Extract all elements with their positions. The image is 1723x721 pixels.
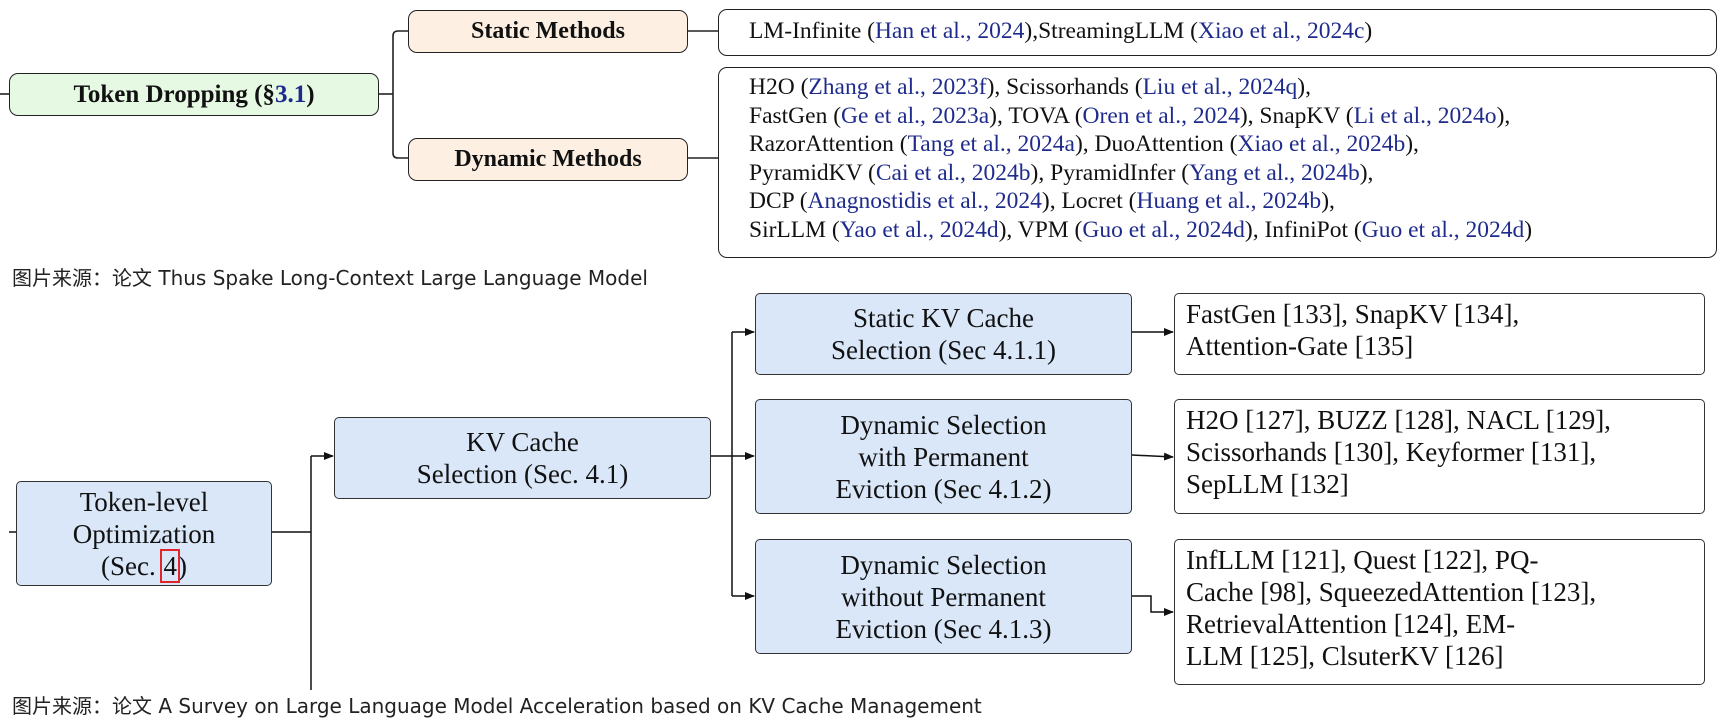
- node-line: Selection (Sec. 4.1): [416, 459, 629, 489]
- method-text: ), InfiniPot (: [1244, 216, 1362, 243]
- citation-link[interactable]: Li et al., 2024o: [1353, 102, 1497, 129]
- method-line: H2O (Zhang et al., 2023f), Scissorhands …: [749, 73, 1716, 102]
- no-permanent-eviction-leaf: InfLLM [121], Quest [122], PQ- Cache [98…: [1174, 539, 1705, 685]
- method-text: H2O (: [749, 74, 809, 100]
- method-text: ), SnapKV (: [1239, 102, 1354, 129]
- node-line: KV Cache: [466, 427, 579, 457]
- leaf-line: Cache [98], SqueezedAttention [123],: [1186, 577, 1597, 607]
- method-text: ), VPM (: [998, 216, 1083, 243]
- method-text: LM-Infinite (: [749, 18, 875, 44]
- diagram1-connectors: [0, 30, 718, 159]
- static-methods-node: Static Methods: [408, 10, 688, 53]
- static-methods-label: Static Methods: [471, 18, 625, 44]
- dynamic-methods-label: Dynamic Methods: [454, 146, 642, 172]
- citation-link[interactable]: Han et al., 2024: [874, 18, 1025, 44]
- method-text: ), Locret (: [1041, 188, 1137, 214]
- method-text: PyramidKV (: [749, 159, 876, 186]
- method-line: DCP (Anagnostidis et al., 2024), Locret …: [749, 187, 1716, 216]
- method-text: ), PyramidInfer (: [1030, 159, 1190, 186]
- node-line: with Permanent: [858, 441, 1029, 472]
- method-line: RazorAttention (Tang et al., 2024a), Duo…: [749, 130, 1716, 159]
- citation-link[interactable]: Zhang et al., 2023f: [808, 74, 987, 100]
- token-level-optimization-node: Token-level Optimization (Sec. 4): [16, 481, 272, 586]
- leaf-line: InfLLM [121], Quest [122], PQ-: [1186, 545, 1539, 575]
- dynamic-no-permanent-eviction-node: Dynamic Selection without Permanent Evic…: [755, 539, 1132, 654]
- method-line: PyramidKV (Cai et al., 2024b), PyramidIn…: [749, 159, 1716, 188]
- method-text: ), DuoAttention (: [1074, 131, 1238, 157]
- leaf-line: LLM [125], ClsuterKV [126]: [1186, 641, 1504, 671]
- node-line: Optimization: [72, 518, 216, 549]
- method-text: ), Scissorhands (: [986, 74, 1143, 100]
- citation-link[interactable]: Cai et al., 2024b: [875, 159, 1031, 186]
- citation-link[interactable]: Ge et al., 2023a: [841, 102, 990, 129]
- method-text: DCP (: [749, 188, 808, 214]
- method-text: ),: [1297, 74, 1311, 100]
- node-line: Dynamic Selection: [840, 549, 1047, 580]
- leaf-line: H2O [127], BUZZ [128], NACL [129],: [1186, 405, 1611, 435]
- token-dropping-suffix: ): [306, 80, 315, 108]
- token-dropping-node: Token Dropping (§3.1): [9, 73, 379, 116]
- citation-link[interactable]: Yao et al., 2024d: [839, 216, 999, 243]
- method-text: ),: [1496, 102, 1511, 129]
- method-text: ),: [1359, 159, 1374, 186]
- citation-link[interactable]: Tang et al., 2024a: [907, 131, 1075, 157]
- citation-link[interactable]: Guo et al., 2024d: [1361, 216, 1525, 243]
- caption-2: 图片来源：论文 A Survey on Large Language Model…: [12, 694, 982, 718]
- citation-link[interactable]: Liu et al., 2024q: [1142, 74, 1298, 100]
- node-line: without Permanent: [841, 581, 1046, 612]
- caption-1: 图片来源：论文 Thus Spake Long-Context Large La…: [12, 266, 648, 290]
- leaf-line: SepLLM [132]: [1186, 469, 1349, 499]
- diagram2-connectors: [9, 328, 1174, 690]
- node-line: (Sec. 4): [101, 548, 187, 583]
- method-text: ): [1524, 216, 1533, 243]
- static-methods-leaf: LM-Infinite (Han et al., 2024),Streaming…: [718, 9, 1717, 56]
- node-line: Token-level: [79, 486, 209, 517]
- dynamic-methods-leaf: H2O (Zhang et al., 2023f), Scissorhands …: [718, 67, 1717, 258]
- node-line: Dynamic Selection: [840, 409, 1047, 440]
- method-line: SirLLM (Yao et al., 2024d), VPM (Guo et …: [749, 216, 1716, 245]
- leaf-line: RetrievalAttention [124], EM-: [1186, 609, 1516, 639]
- node-line: Eviction (Sec 4.1.3): [835, 613, 1052, 644]
- token-dropping-prefix: Token Dropping (§: [73, 80, 275, 108]
- method-text: FastGen (: [749, 102, 842, 129]
- method-text: SirLLM (: [749, 216, 840, 243]
- method-line: FastGen (Ge et al., 2023a), TOVA (Oren e…: [749, 102, 1716, 131]
- method-text: ),: [1405, 131, 1419, 157]
- citation-link[interactable]: Huang et al., 2024b: [1136, 188, 1322, 214]
- citation-link[interactable]: Guo et al., 2024d: [1082, 216, 1245, 243]
- leaf-line: FastGen [133], SnapKV [134],: [1186, 299, 1520, 329]
- leaf-line: Attention-Gate [135]: [1186, 331, 1414, 361]
- dynamic-permanent-eviction-node: Dynamic Selection with Permanent Evictio…: [755, 399, 1132, 514]
- method-text: ),StreamingLLM (: [1024, 18, 1199, 44]
- static-selection-leaf: FastGen [133], SnapKV [134], Attention-G…: [1174, 293, 1705, 375]
- node-line: Eviction (Sec 4.1.2): [835, 473, 1052, 504]
- static-kv-cache-selection-node: Static KV Cache Selection (Sec 4.1.1): [755, 293, 1132, 375]
- section-ref-highlight[interactable]: 4: [160, 548, 180, 583]
- node-line: Selection (Sec 4.1.1): [831, 335, 1056, 365]
- method-text: ), TOVA (: [989, 102, 1083, 129]
- method-text: ),: [1321, 188, 1335, 214]
- citation-link[interactable]: Anagnostidis et al., 2024: [807, 188, 1042, 214]
- citation-link[interactable]: Xiao et al., 2024c: [1198, 18, 1365, 44]
- citation-link[interactable]: Xiao et al., 2024b: [1237, 131, 1406, 157]
- permanent-eviction-leaf: H2O [127], BUZZ [128], NACL [129], Sciss…: [1174, 399, 1705, 514]
- citation-link[interactable]: Yang et al., 2024b: [1189, 159, 1360, 186]
- method-line: LM-Infinite (Han et al., 2024),Streaming…: [749, 17, 1716, 46]
- method-text: RazorAttention (: [749, 131, 908, 157]
- node-line: Static KV Cache: [853, 303, 1034, 333]
- citation-link[interactable]: Oren et al., 2024: [1082, 102, 1240, 129]
- dynamic-methods-node: Dynamic Methods: [408, 138, 688, 181]
- kv-cache-selection-node: KV Cache Selection (Sec. 4.1): [334, 417, 711, 499]
- method-text: ): [1364, 18, 1373, 44]
- leaf-line: Scissorhands [130], Keyformer [131],: [1186, 437, 1597, 467]
- section-ref-link[interactable]: 3.1: [274, 80, 307, 108]
